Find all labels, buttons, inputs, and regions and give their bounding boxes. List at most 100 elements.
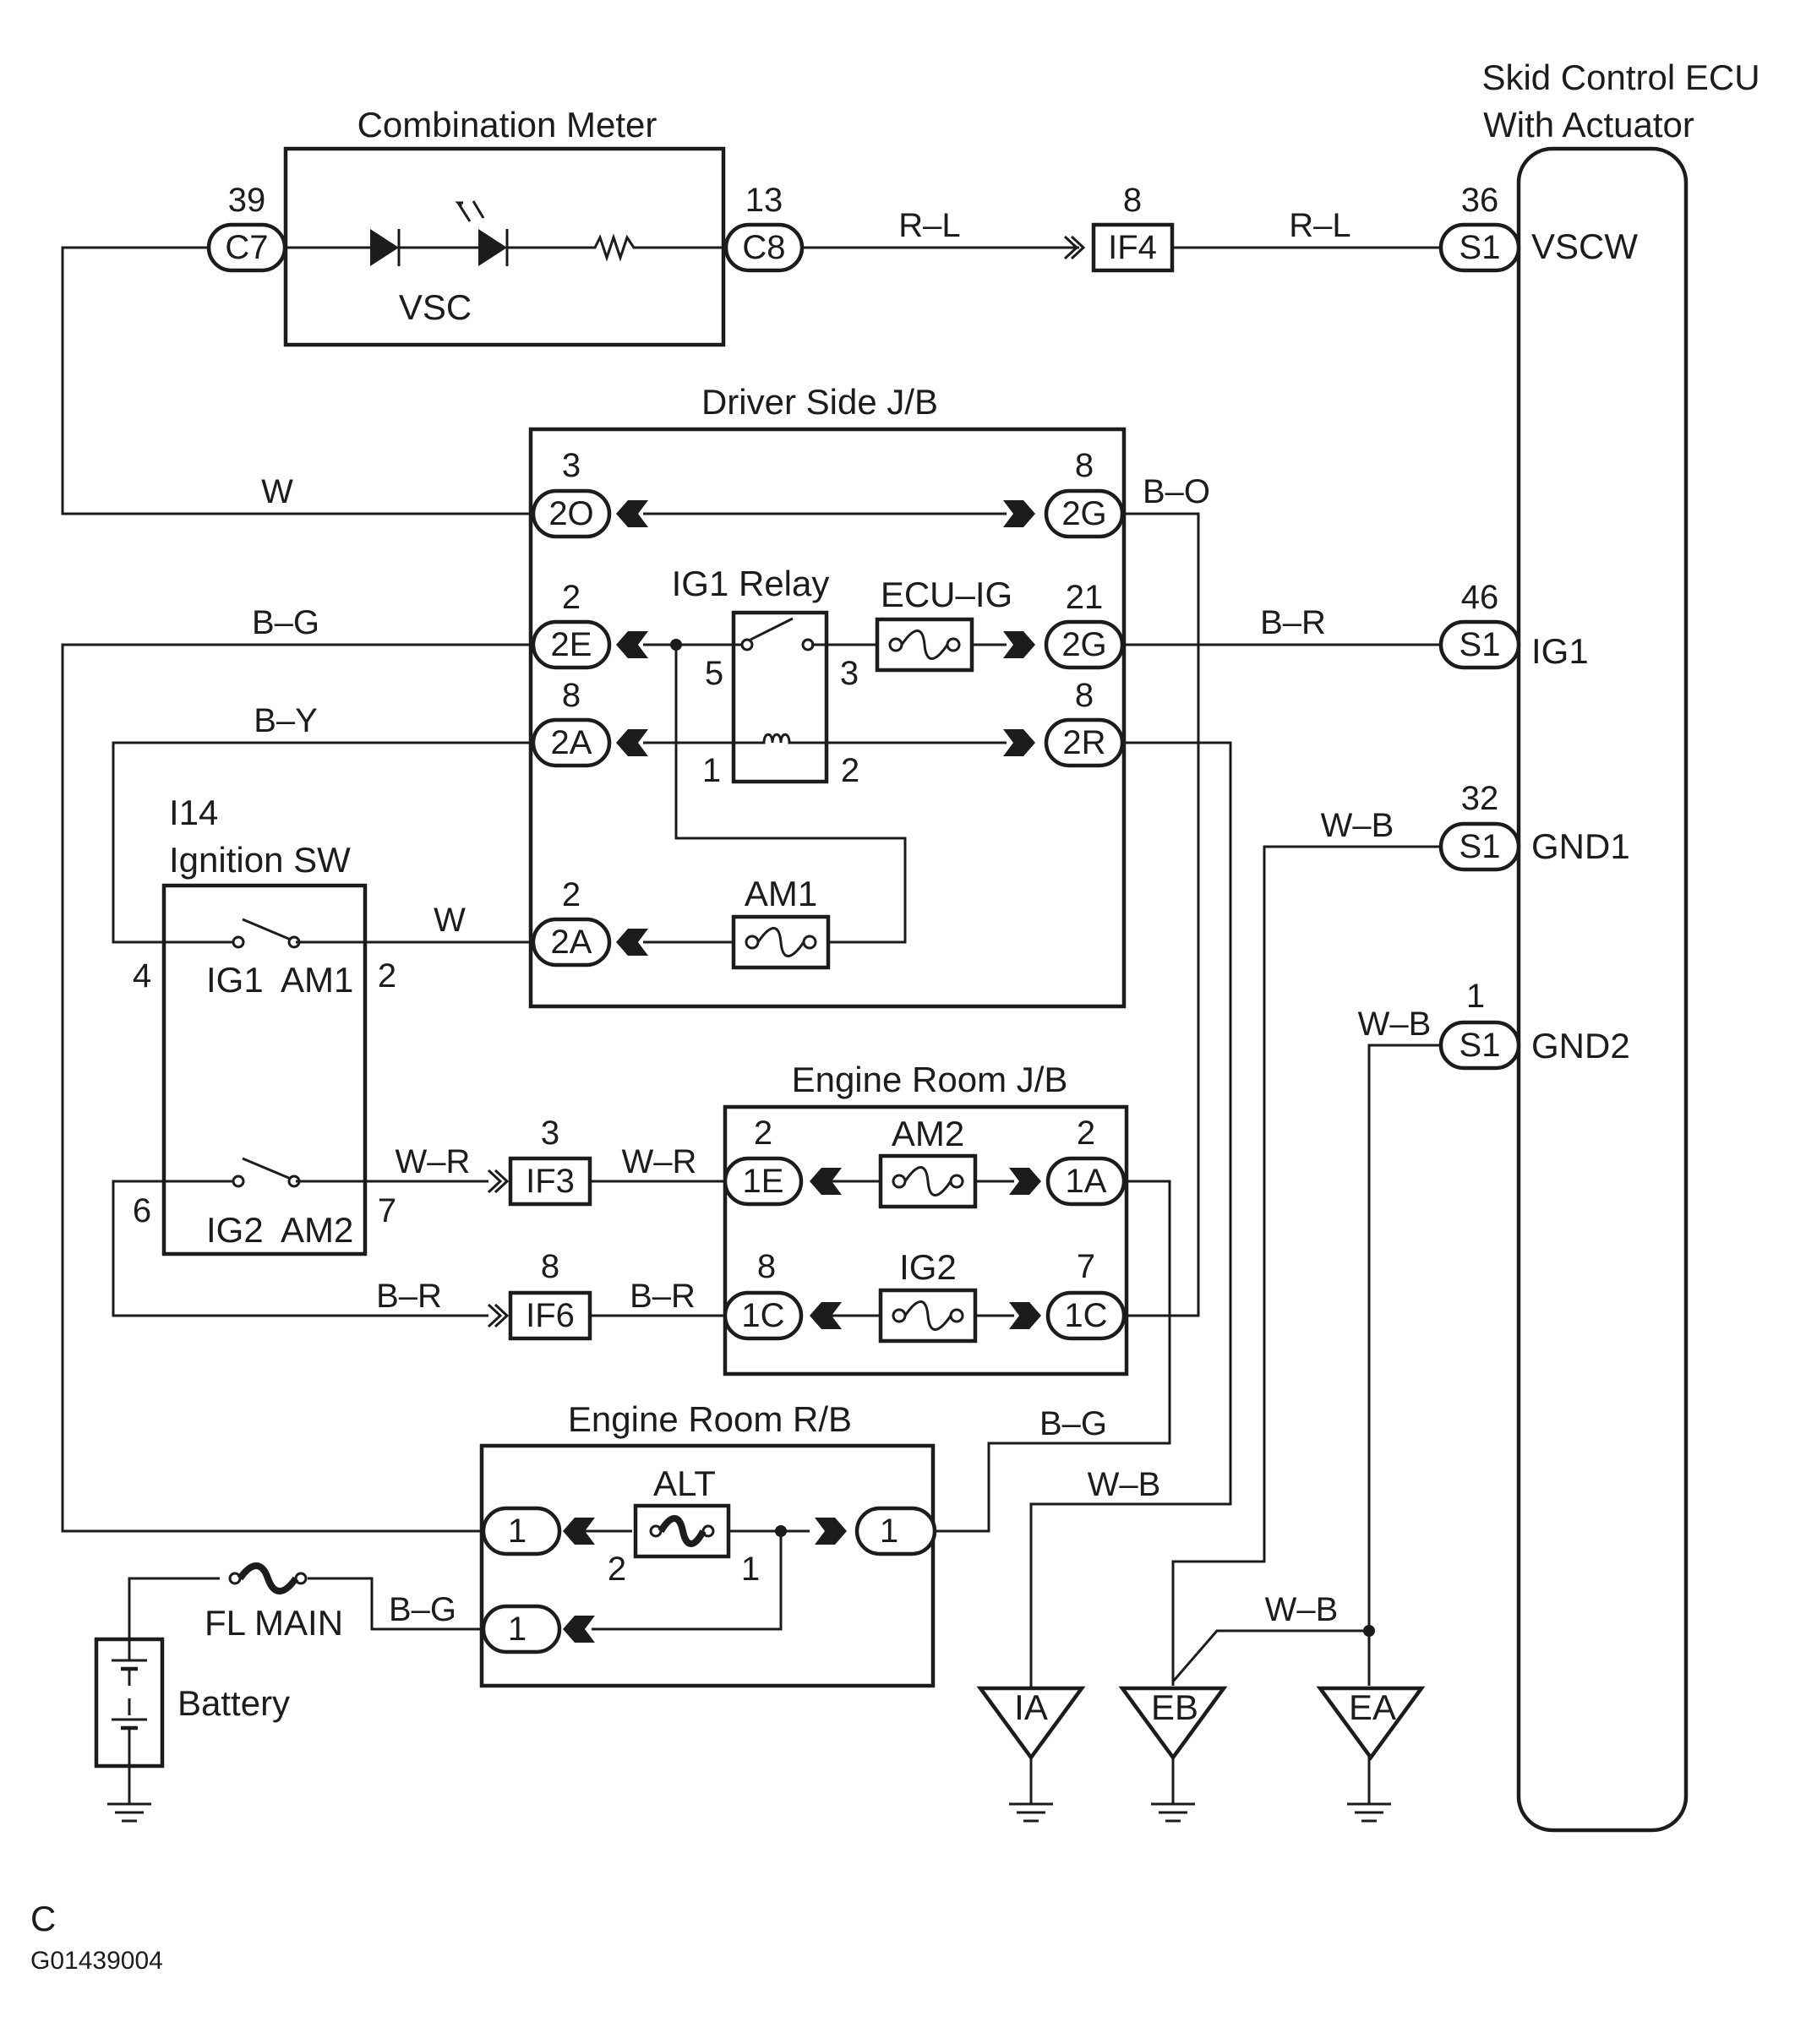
svg-text:1C: 1C bbox=[741, 1297, 784, 1334]
svg-text:1E: 1E bbox=[743, 1163, 784, 1200]
wire-label: W–R bbox=[622, 1143, 697, 1180]
svg-text:IF3: IF3 bbox=[526, 1163, 575, 1200]
connector-2o: 2O 3 bbox=[531, 447, 612, 539]
svg-text:1: 1 bbox=[702, 752, 721, 789]
ig2-fuse-label: IG2 bbox=[899, 1247, 957, 1287]
am1-fuse-label: AM1 bbox=[745, 874, 817, 913]
wire-label: W bbox=[261, 473, 293, 510]
svg-text:2: 2 bbox=[378, 957, 396, 995]
wire-label: W–B bbox=[1358, 1006, 1432, 1043]
wire-label: B–R bbox=[1260, 604, 1326, 641]
connector-c7: C7 39 bbox=[206, 182, 287, 273]
svg-text:S1: S1 bbox=[1459, 1027, 1501, 1064]
svg-text:IA: IA bbox=[1014, 1687, 1048, 1727]
ecu-terminal-gnd2: GND2 bbox=[1531, 1026, 1630, 1066]
svg-text:2E: 2E bbox=[551, 626, 592, 663]
svg-text:S1: S1 bbox=[1459, 828, 1501, 865]
wire-network bbox=[61, 246, 1441, 1804]
fl-main-fusible-link: FL MAIN bbox=[205, 1562, 343, 1643]
svg-text:2: 2 bbox=[562, 876, 581, 913]
wire-label: R–L bbox=[1289, 207, 1350, 244]
svg-text:2: 2 bbox=[608, 1551, 626, 1588]
ignition-switch: I14 Ignition SW IG1 AM1 4 2 IG2 AM2 6 7 bbox=[133, 793, 396, 1256]
svg-text:4: 4 bbox=[133, 957, 151, 995]
engine-jb-title: Engine Room J/B bbox=[792, 1060, 1068, 1099]
am2-fuse-label: AM2 bbox=[892, 1114, 964, 1153]
combination-meter: Combination Meter VSC bbox=[283, 105, 726, 347]
svg-text:2: 2 bbox=[1077, 1115, 1095, 1152]
am1-fuse-icon bbox=[734, 917, 828, 967]
svg-text:2R: 2R bbox=[1062, 724, 1105, 761]
svg-text:1: 1 bbox=[1466, 978, 1485, 1015]
svg-text:IG1 Relay: IG1 Relay bbox=[672, 564, 830, 603]
ecu-ig-fuse-icon bbox=[877, 619, 972, 670]
svg-text:S1: S1 bbox=[1459, 626, 1501, 663]
svg-text:32: 32 bbox=[1461, 780, 1499, 817]
wire-label: W bbox=[434, 902, 466, 939]
svg-text:2: 2 bbox=[562, 579, 581, 616]
connector-1e: 1E 2 bbox=[723, 1115, 804, 1207]
svg-text:5: 5 bbox=[705, 655, 723, 692]
ecu-terminal-ig1: IG1 bbox=[1531, 631, 1589, 671]
svg-text:S1: S1 bbox=[1459, 229, 1501, 266]
ground-ea-icon bbox=[1345, 1764, 1393, 1823]
vsc-label: VSC bbox=[399, 287, 472, 327]
svg-text:1C: 1C bbox=[1064, 1297, 1107, 1334]
resistor-icon bbox=[507, 233, 723, 262]
svg-text:7: 7 bbox=[1077, 1248, 1095, 1285]
engine-room-rb: Engine Room R/B 1 ALT 2 1 1 1 bbox=[479, 1399, 937, 1688]
connector-1a: 1A 2 bbox=[1045, 1115, 1127, 1207]
svg-text:IG1: IG1 bbox=[206, 960, 264, 1000]
svg-text:8: 8 bbox=[1123, 182, 1142, 219]
battery-label: Battery bbox=[177, 1683, 290, 1723]
svg-text:3: 3 bbox=[541, 1115, 559, 1152]
wire-label: B–R bbox=[630, 1278, 696, 1315]
wire-label: B–G bbox=[389, 1591, 456, 1628]
svg-text:46: 46 bbox=[1461, 579, 1499, 616]
junction-dot bbox=[775, 1525, 787, 1537]
svg-text:2A: 2A bbox=[551, 924, 592, 961]
svg-text:21: 21 bbox=[1066, 579, 1104, 616]
svg-text:EB: EB bbox=[1151, 1687, 1198, 1727]
ignition-sw-title: Ignition SW bbox=[169, 840, 351, 880]
svg-text:2G: 2G bbox=[1061, 495, 1106, 532]
svg-text:36: 36 bbox=[1461, 182, 1499, 219]
fl-main-label: FL MAIN bbox=[205, 1603, 343, 1643]
wire-label: B–O bbox=[1143, 473, 1210, 510]
driver-jb-title: Driver Side J/B bbox=[701, 382, 938, 422]
footer-letter: C bbox=[30, 1899, 56, 1938]
connector-2r: 2R 8 bbox=[1044, 677, 1125, 768]
battery-ground-icon bbox=[106, 1764, 153, 1823]
am2-fuse-icon bbox=[881, 1156, 975, 1207]
alt-label: ALT bbox=[653, 1464, 716, 1503]
wire-label: W–B bbox=[1265, 1591, 1339, 1628]
connector-if4: IF4 8 bbox=[1063, 182, 1175, 273]
led-icon bbox=[478, 229, 507, 266]
light-arrows-icon bbox=[455, 200, 485, 222]
connector-s1-gnd2: S1 1 bbox=[1438, 978, 1521, 1071]
connector-2e: 2E 2 bbox=[531, 579, 612, 670]
ig1-relay: IG1 Relay 5 3 1 2 bbox=[672, 564, 860, 789]
svg-text:2G: 2G bbox=[1061, 626, 1106, 663]
connector-s1-gnd1: S1 32 bbox=[1438, 780, 1521, 872]
wire-label: W–R bbox=[396, 1143, 471, 1180]
svg-text:2O: 2O bbox=[548, 495, 593, 532]
connector-rb-1-bottom: 1 bbox=[481, 1604, 562, 1654]
connector-2g-top: 2G 8 bbox=[1044, 447, 1125, 539]
ignition-id: I14 bbox=[169, 793, 218, 832]
svg-text:1: 1 bbox=[508, 1513, 526, 1550]
connector-1c-left: 1C 8 bbox=[723, 1248, 804, 1341]
relay-coil-icon bbox=[734, 733, 827, 744]
svg-text:1: 1 bbox=[741, 1551, 760, 1588]
connector-s1-ig1: S1 46 bbox=[1438, 579, 1521, 670]
combination-meter-title: Combination Meter bbox=[357, 105, 657, 144]
connector-rb-1-right: 1 bbox=[854, 1506, 937, 1556]
svg-text:AM1: AM1 bbox=[281, 960, 353, 1000]
svg-text:8: 8 bbox=[1075, 677, 1094, 714]
wire-label: W–B bbox=[1321, 807, 1394, 844]
ground-ia-icon bbox=[1007, 1764, 1055, 1823]
svg-text:IG2: IG2 bbox=[206, 1210, 264, 1250]
connector-if6: IF6 8 bbox=[487, 1248, 592, 1341]
ecu-title-line2: With Actuator bbox=[1483, 105, 1694, 144]
